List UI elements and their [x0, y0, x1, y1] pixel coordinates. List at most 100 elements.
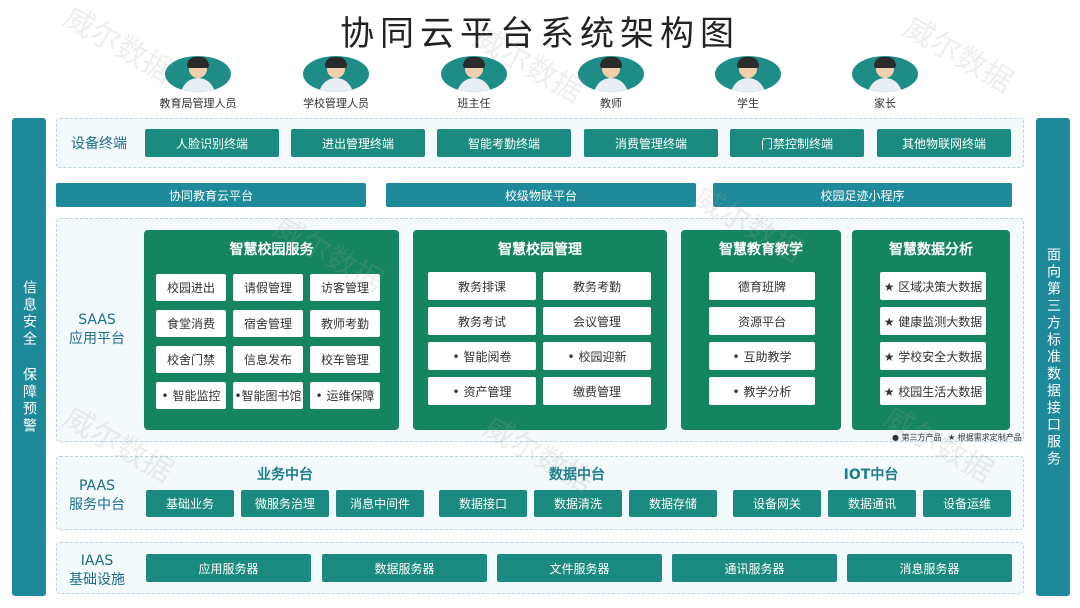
footnote-custom: ★ 根据需求定制产品 [948, 433, 1022, 442]
service-item: 校园进出 [156, 274, 226, 301]
iaas-section: IAAS 基础设施 应用服务器 数据服务器 文件服务器 通讯服务器 消息服务器 [56, 542, 1024, 594]
user-role-label: 学生 [737, 97, 759, 110]
user-role: 学校管理人员 [281, 56, 391, 111]
user-role: 班主任 [419, 56, 529, 111]
paas-section: PAAS 服务中台 业务中台 数据中台 IOT中台 基础业务 微服务治理 消息中… [56, 456, 1024, 530]
analysis-item: ★ 学校安全大数据 [880, 342, 986, 370]
platform-bar: 校园足迹小程序 [713, 183, 1012, 207]
device-box: 进出管理终端 [291, 129, 425, 157]
server-box: 消息服务器 [847, 554, 1012, 582]
person-avatar-icon [165, 56, 231, 92]
server-box: 文件服务器 [497, 554, 662, 582]
server-box: 应用服务器 [146, 554, 311, 582]
user-role: 教师 [556, 56, 666, 111]
teaching-item: 德育班牌 [709, 272, 815, 300]
panel-title: 智慧教育教学 [719, 242, 803, 258]
service-item: •智能图书馆 [233, 382, 303, 409]
saas-section-label: SAAS 应用平台 [57, 311, 137, 349]
iaas-label-line2: 基础设施 [69, 571, 125, 588]
platform-bar: 协同教育云平台 [56, 183, 366, 207]
security-sidebar-label: 信息安全 保障预警 [21, 279, 37, 435]
device-section-label: 设备终端 [71, 136, 127, 152]
saas-label-line2: 应用平台 [69, 330, 125, 347]
person-avatar-icon [303, 56, 369, 92]
third-party-interface-sidebar: 面向第三方标准数据接口服务 [1036, 118, 1070, 596]
paas-box: 微服务治理 [241, 490, 329, 517]
paas-box: 数据清洗 [534, 490, 622, 517]
iaas-section-label: IAAS 基础设施 [57, 552, 137, 590]
person-avatar-icon [715, 56, 781, 92]
paas-box: 设备网关 [733, 490, 821, 517]
person-avatar-icon [578, 56, 644, 92]
service-item: 访客管理 [310, 274, 380, 301]
paas-label-line2: 服务中台 [69, 496, 125, 513]
server-box: 通讯服务器 [672, 554, 837, 582]
service-item: 教师考勤 [310, 310, 380, 337]
service-item: 请假管理 [233, 274, 303, 301]
teaching-item: • 教学分析 [709, 377, 815, 405]
management-item: • 资产管理 [428, 377, 536, 405]
paas-group-title: 数据中台 [549, 467, 605, 483]
panel-title: 智慧数据分析 [889, 242, 973, 258]
user-role: 家长 [830, 56, 940, 111]
service-item: 宿舍管理 [233, 310, 303, 337]
analysis-item: ★ 区域决策大数据 [880, 272, 986, 300]
management-item: 缴费管理 [543, 377, 651, 405]
device-box: 其他物联网终端 [877, 129, 1011, 157]
paas-box: 数据通讯 [828, 490, 916, 517]
paas-box: 设备运维 [923, 490, 1011, 517]
device-section: 设备终端 人脸识别终端 进出管理终端 智能考勤终端 消费管理终端 门禁控制终端 … [56, 118, 1024, 168]
paas-section-label: PAAS 服务中台 [57, 477, 137, 515]
panel-title: 智慧校园管理 [498, 242, 582, 258]
analysis-item: ★ 健康监测大数据 [880, 307, 986, 335]
person-avatar-icon [852, 56, 918, 92]
device-box: 智能考勤终端 [437, 129, 571, 157]
service-item: 校车管理 [310, 346, 380, 373]
person-avatar-icon [441, 56, 507, 92]
service-item: 校舍门禁 [156, 346, 226, 373]
user-role-label: 教育局管理人员 [159, 97, 237, 110]
paas-box: 数据存储 [629, 490, 717, 517]
saas-panel-teaching: 智慧教育教学 德育班牌 资源平台 • 互助教学 • 教学分析 [681, 230, 841, 430]
teaching-item: 资源平台 [709, 307, 815, 335]
saas-panel-campus-management: 智慧校园管理 教务排课 教务考勤 教务考试 会议管理 • 智能阅卷 • 校园迎新… [413, 230, 667, 430]
paas-box: 消息中间件 [336, 490, 424, 517]
panel-title: 智慧校园服务 [229, 242, 314, 258]
management-item: 教务排课 [428, 272, 536, 300]
user-role-label: 教师 [600, 97, 622, 110]
service-item: 食堂消费 [156, 310, 226, 337]
management-item: • 智能阅卷 [428, 342, 536, 370]
saas-panel-data-analysis: 智慧数据分析 ★ 区域决策大数据 ★ 健康监测大数据 ★ 学校安全大数据 ★ 校… [852, 230, 1010, 430]
management-item: 教务考试 [428, 307, 536, 335]
server-box: 数据服务器 [322, 554, 487, 582]
security-sidebar: 信息安全 保障预警 [12, 118, 46, 596]
device-box: 人脸识别终端 [145, 129, 279, 157]
user-role: 教育局管理人员 [143, 56, 253, 111]
management-item: 教务考勤 [543, 272, 651, 300]
service-item: • 智能监控 [156, 382, 226, 409]
teaching-item: • 互助教学 [709, 342, 815, 370]
paas-box: 基础业务 [146, 490, 234, 517]
analysis-item: ★ 校园生活大数据 [880, 377, 986, 405]
paas-group-title: IOT中台 [843, 467, 899, 483]
iaas-label-line1: IAAS [80, 553, 114, 569]
user-role-label: 班主任 [457, 97, 491, 110]
saas-label-line1: SAAS [78, 312, 116, 328]
paas-group-title: 业务中台 [257, 467, 313, 483]
management-item: • 校园迎新 [543, 342, 651, 370]
user-role: 学生 [693, 56, 803, 111]
device-box: 门禁控制终端 [730, 129, 864, 157]
paas-box: 数据接口 [439, 490, 527, 517]
management-item: 会议管理 [543, 307, 651, 335]
saas-section: SAAS 应用平台 智慧校园服务 校园进出 请假管理 访客管理 食堂消费 宿舍管… [56, 218, 1024, 442]
service-item: 信息发布 [233, 346, 303, 373]
device-box: 消费管理终端 [584, 129, 718, 157]
saas-panel-campus-service: 智慧校园服务 校园进出 请假管理 访客管理 食堂消费 宿舍管理 教师考勤 校舍门… [144, 230, 399, 430]
paas-label-line1: PAAS [79, 478, 115, 494]
user-role-label: 家长 [874, 97, 896, 110]
service-item: • 运维保障 [310, 382, 380, 409]
third-party-sidebar-label: 面向第三方标准数据接口服务 [1045, 246, 1061, 468]
platform-bar: 校级物联平台 [386, 183, 696, 207]
footnote-third-party: ● 第三方产品 [892, 433, 942, 442]
user-role-label: 学校管理人员 [303, 97, 369, 110]
